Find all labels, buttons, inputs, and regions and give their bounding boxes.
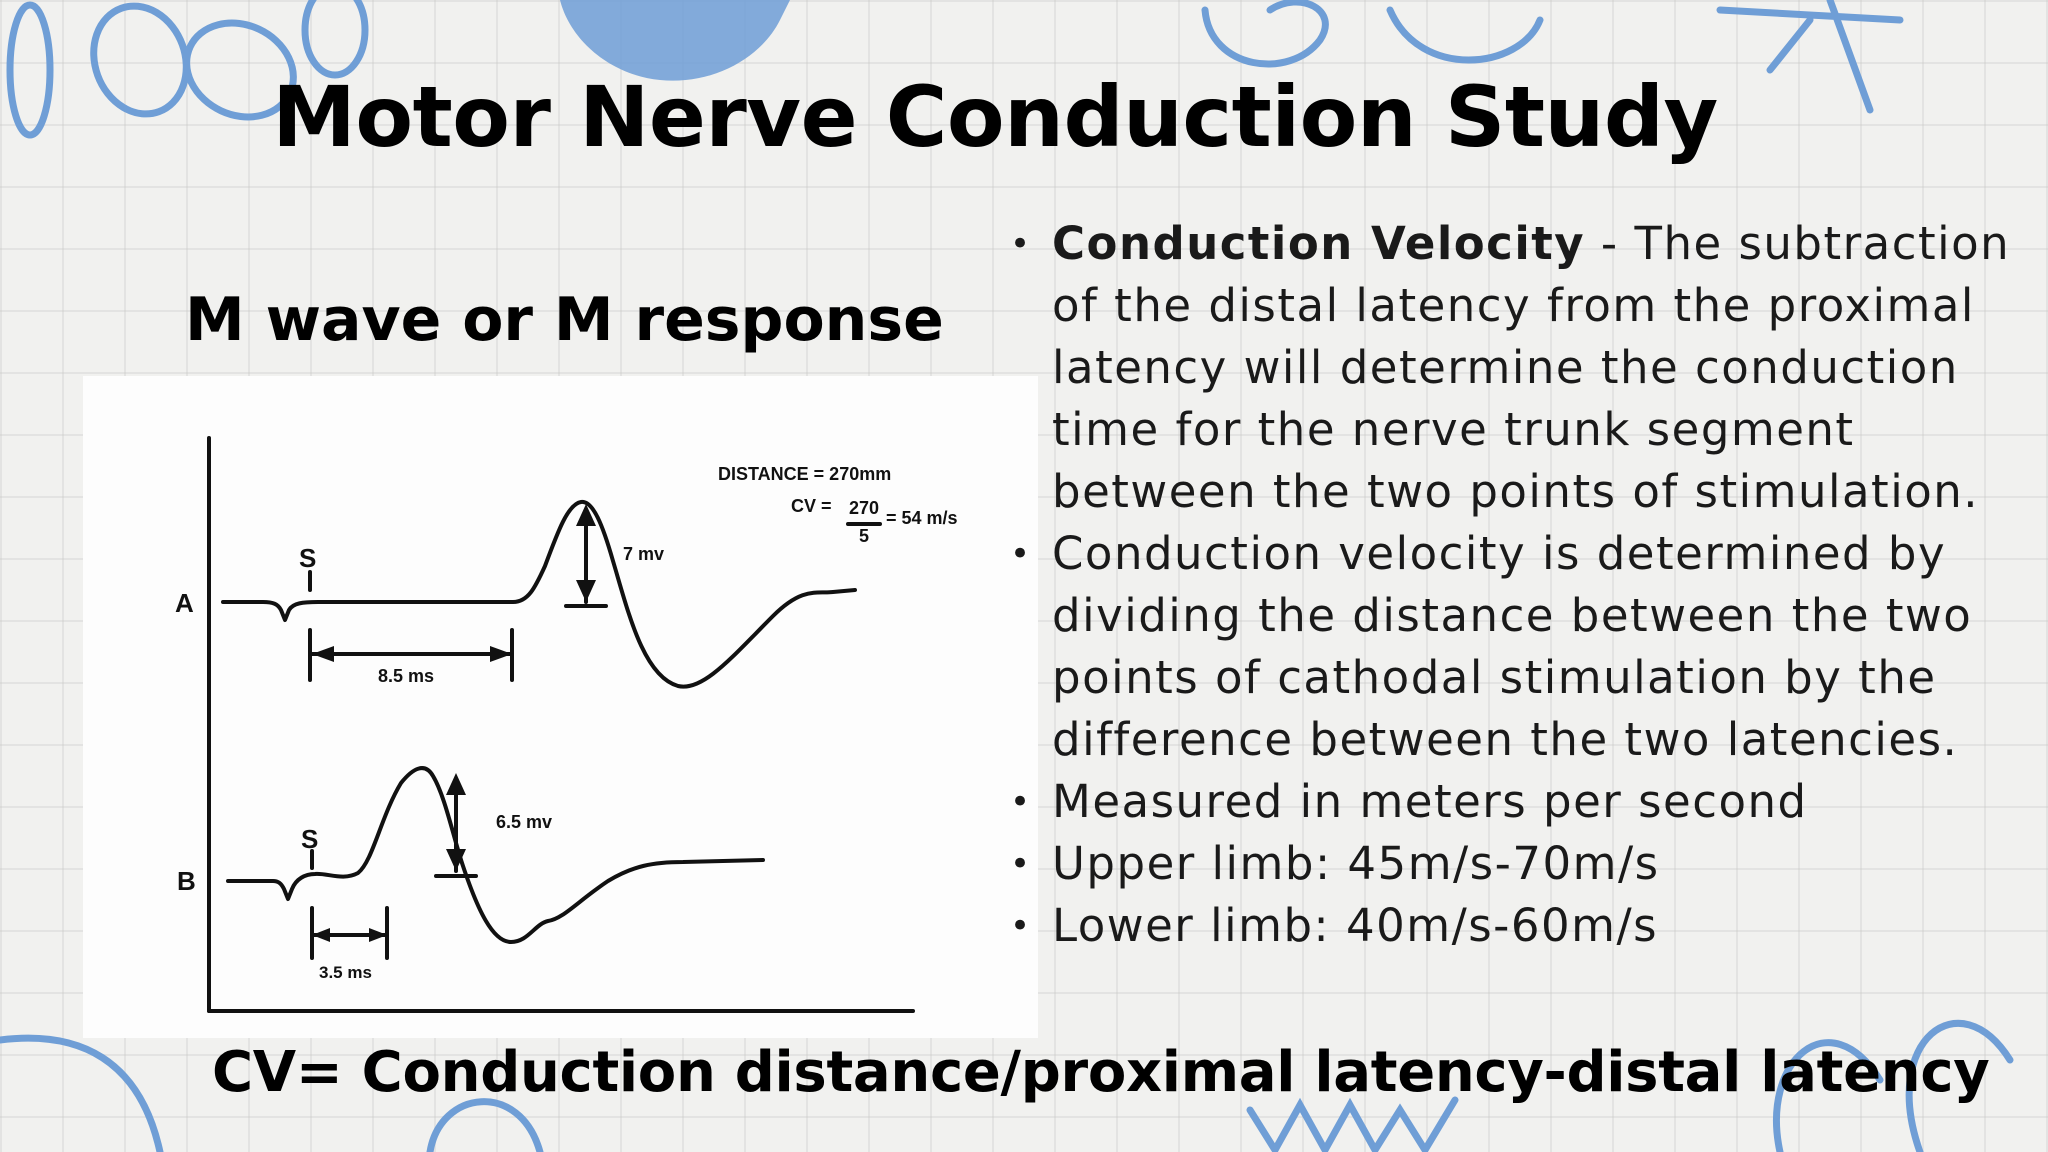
diagram-subtitle: M wave or M response — [185, 285, 944, 355]
arrowhead — [312, 928, 330, 942]
bullet-item: Measured in meters per second — [1010, 771, 2020, 833]
bullet-bold: Conduction Velocity — [1052, 217, 1586, 270]
trace-a-amplitude-label: 7 mv — [623, 544, 664, 564]
trace-b-latency-label: 3.5 ms — [319, 963, 372, 982]
bullet-text: Upper limb: 45m/s-70m/s — [1052, 837, 1660, 890]
scribble-loop — [6, 1, 54, 139]
scribble-loop — [183, 19, 297, 121]
m-wave-svg: A B S S 7 mv 6.5 mv 8.5 ms 3.5 ms DISTAN… — [175, 436, 958, 1013]
distance-label: DISTANCE = 270mm — [718, 464, 891, 484]
slide-title: Motor Nerve Conduction Study — [272, 68, 1718, 166]
trace-b-label: B — [177, 866, 196, 896]
arrowhead — [446, 773, 466, 795]
cv-denominator: 5 — [859, 526, 869, 546]
arrowhead — [490, 646, 512, 662]
bullet-item: Conduction velocity is determined by div… — [1010, 523, 2020, 771]
arrowhead — [576, 580, 596, 602]
trace-a-waveform — [221, 500, 857, 689]
trace-a-stim-label: S — [299, 543, 316, 573]
arrowhead — [576, 504, 596, 526]
trace-b-amplitude-label: 6.5 mv — [496, 812, 552, 832]
bullet-list: Conduction Velocity - The subtraction of… — [1010, 213, 2020, 957]
bullet-text: Conduction velocity is determined by div… — [1052, 527, 1973, 766]
scribble-loop — [0, 1034, 164, 1152]
cv-numerator: 270 — [849, 498, 879, 518]
bullet-text: Lower limb: 40m/s-60m/s — [1052, 899, 1659, 952]
scribble-loop — [1201, 0, 1329, 68]
scribble-zigzag — [1246, 1096, 1459, 1152]
trace-a-label: A — [175, 588, 194, 618]
bullet-item: Upper limb: 45m/s-70m/s — [1010, 833, 2020, 895]
bullet-text: - The subtraction of the distal latency … — [1052, 217, 2011, 518]
star-scribble — [1716, 0, 1904, 114]
bullet-item: Conduction Velocity - The subtraction of… — [1010, 213, 2020, 523]
scribble-loop — [90, 2, 190, 118]
bullet-item: Lower limb: 40m/s-60m/s — [1010, 895, 2020, 957]
scribble-loop — [301, 0, 369, 79]
cv-formula: CV= Conduction distance/proximal latency… — [212, 1040, 1990, 1105]
arrowhead — [446, 849, 466, 871]
cv-prefix: CV = — [791, 496, 832, 516]
arrowhead — [312, 646, 334, 662]
trace-a-latency-label: 8.5 ms — [378, 666, 434, 686]
arrowhead — [369, 928, 387, 942]
trace-b-stim-label: S — [301, 824, 318, 854]
m-wave-diagram: A B S S 7 mv 6.5 mv 8.5 ms 3.5 ms DISTAN… — [83, 376, 1038, 1038]
trace-b-waveform — [226, 766, 765, 944]
scribble-loop — [426, 1098, 544, 1152]
scribble-loop — [1386, 6, 1544, 64]
scribble-loop — [1773, 1039, 1884, 1152]
blue-blob — [560, 0, 790, 81]
cv-result: = 54 m/s — [886, 508, 958, 528]
trace-a-latency-bracket — [308, 628, 514, 682]
scribble-loop — [1905, 1019, 2014, 1152]
bullet-text: Measured in meters per second — [1052, 775, 1808, 828]
